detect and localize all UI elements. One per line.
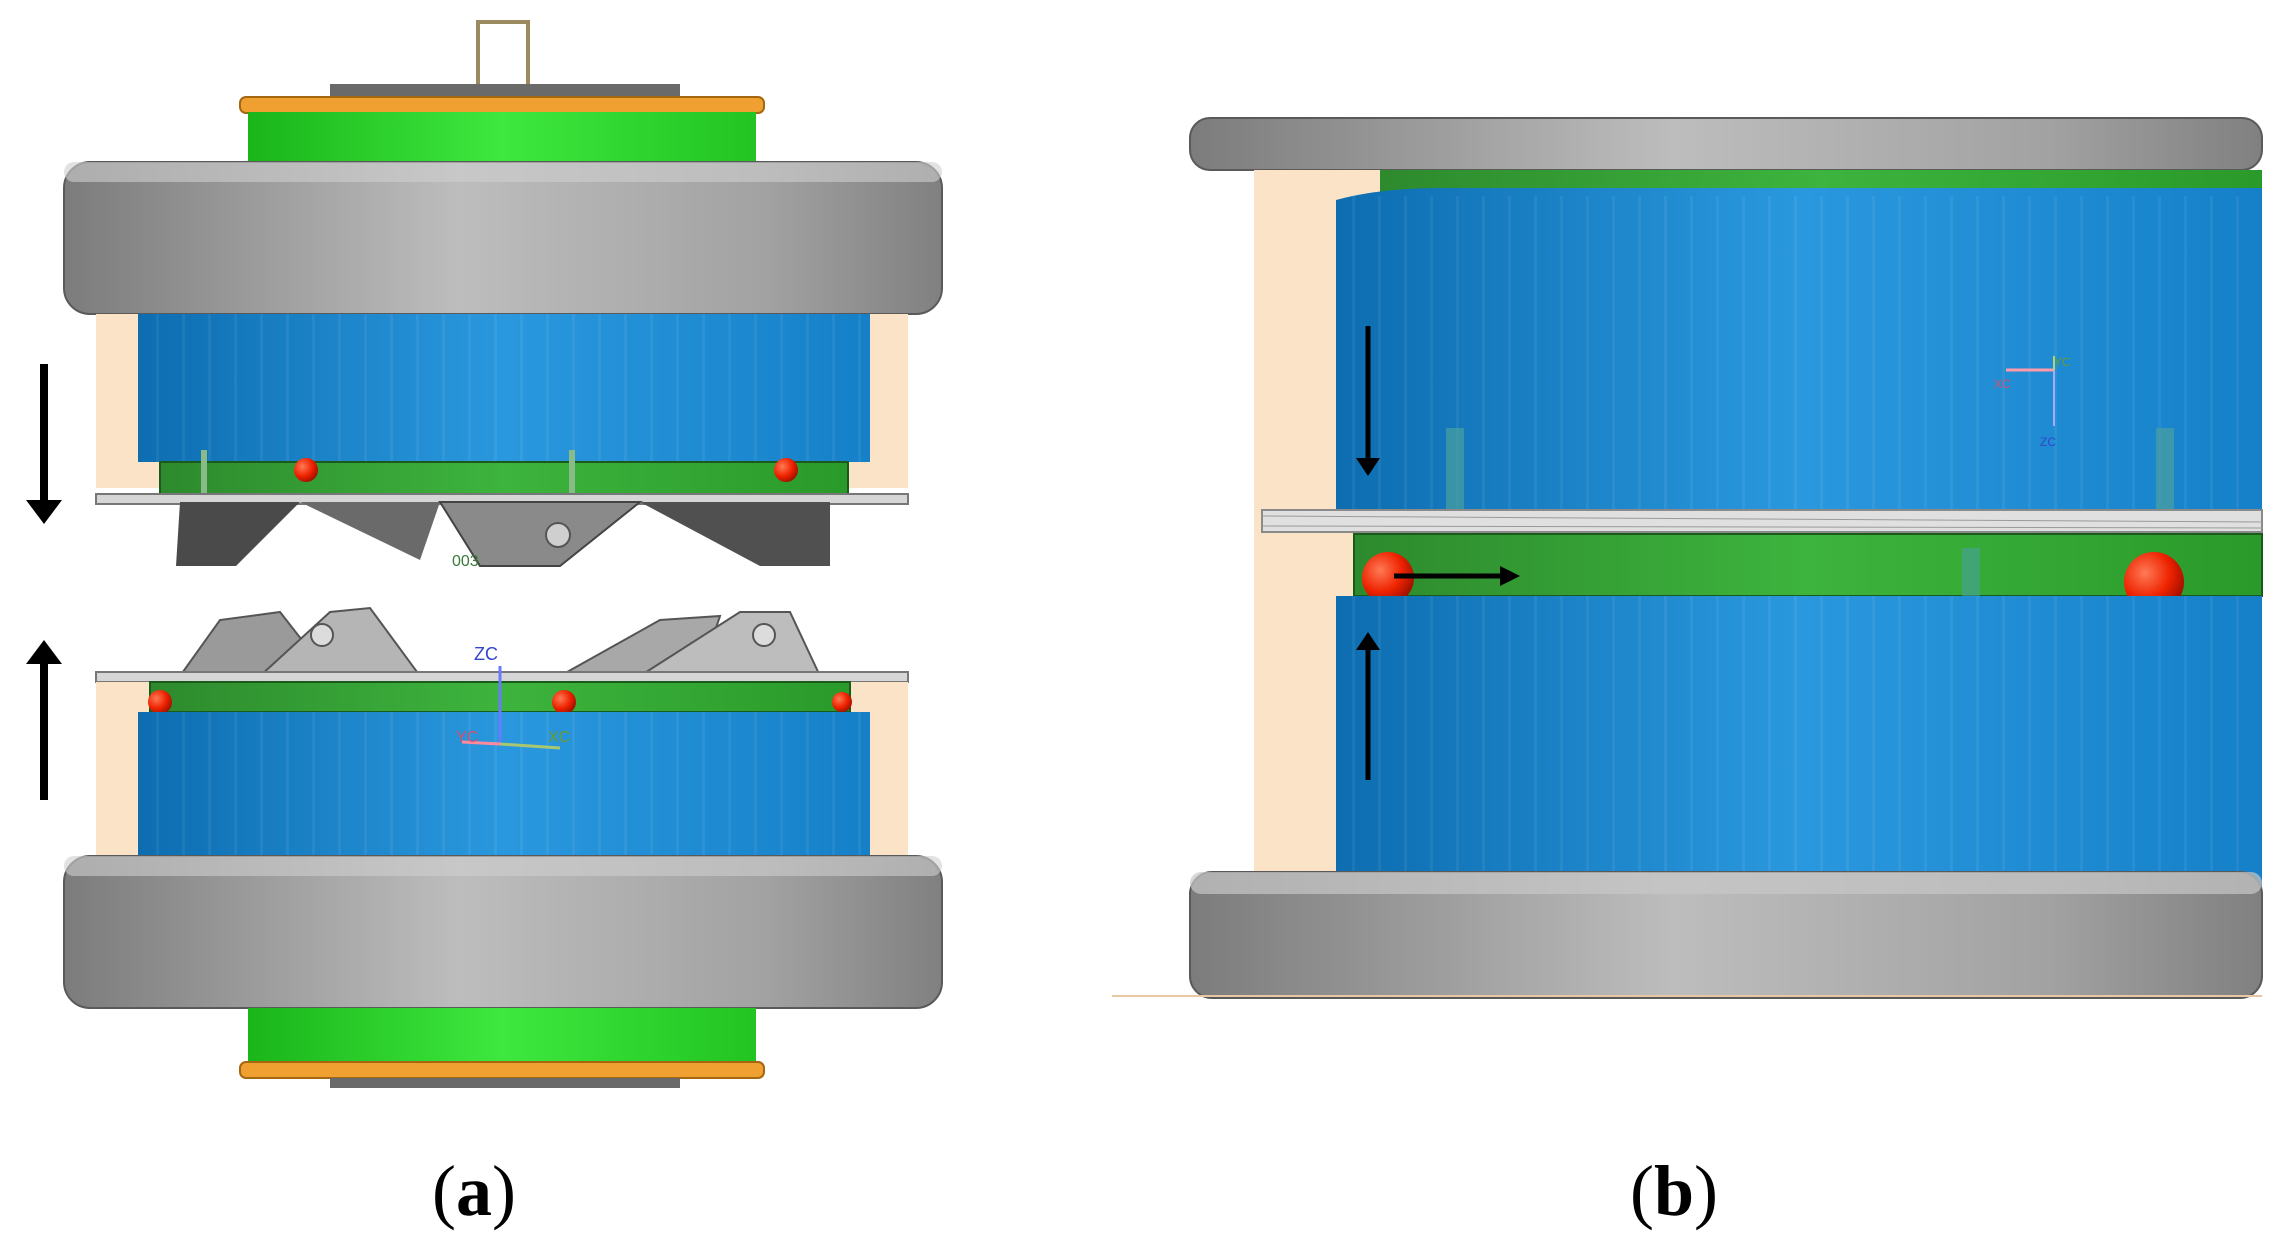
arrow-down-left-panel (26, 364, 62, 524)
panel-b-caption: (b) (1630, 1151, 1719, 1231)
red-ball (832, 692, 852, 712)
top-cap-gray (330, 84, 680, 98)
upper-blade (300, 502, 440, 560)
xc-axis-label: XC (548, 729, 570, 746)
zc-axis-label: ZC (474, 644, 498, 664)
lower-gray-ring (63, 855, 943, 1009)
zc-axis-label: ZC (2040, 435, 2056, 449)
yc-axis-label: YC (456, 729, 478, 746)
upper-green-band (159, 461, 849, 495)
red-ball (1362, 552, 1414, 604)
top-gray-plate (1189, 117, 2263, 171)
red-ball (774, 458, 798, 482)
yc-axis-label: YC (2054, 355, 2071, 369)
arrow-down-right-panel (1356, 326, 1380, 476)
upper-blade (640, 502, 830, 566)
top-green-band (248, 112, 756, 162)
part-label: 003 (452, 553, 479, 570)
bottom-orange-rim (239, 1061, 765, 1079)
arrow-right-right-panel (1394, 566, 1520, 586)
red-ball (294, 458, 318, 482)
upper-blade (438, 501, 643, 567)
panel-b: YC XC ZC (1112, 117, 2263, 999)
yc-axis (461, 740, 501, 746)
upper-gray-ring (63, 161, 943, 315)
lower-plate (95, 671, 909, 683)
red-ball (552, 690, 576, 714)
xc-axis-label: XC (1994, 377, 2011, 391)
red-ball (148, 690, 172, 714)
top-orange-rim (239, 96, 765, 114)
panel-a-caption: (a) (432, 1151, 516, 1231)
panel-a: 003 ZC XC YC (26, 20, 943, 1088)
bottom-cap-gray (330, 1078, 680, 1088)
arrow-up-left-panel (26, 640, 62, 800)
arrow-up-right-panel (1356, 632, 1380, 780)
top-pin (476, 20, 530, 96)
lower-green-band (1353, 533, 2263, 597)
panel-b-letter: b (1653, 1151, 1695, 1231)
bottom-green-band (248, 1008, 756, 1064)
xc-axis (499, 742, 561, 750)
upper-blade (176, 502, 300, 566)
panel-a-letter: a (455, 1151, 492, 1231)
